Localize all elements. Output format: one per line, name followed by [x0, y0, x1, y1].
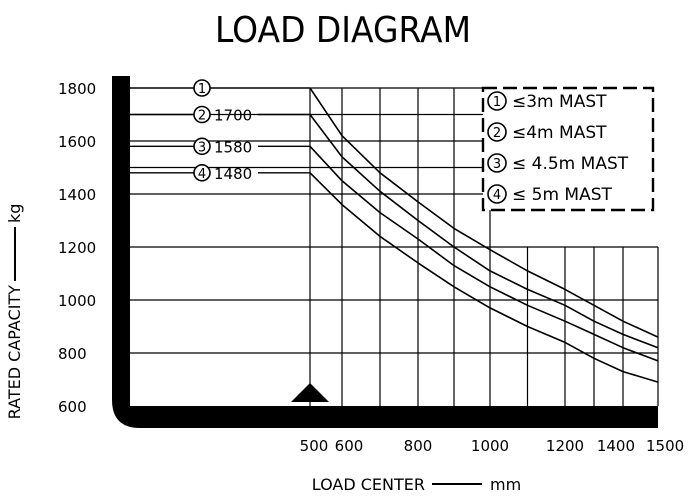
y-tick-label: 1800: [58, 80, 96, 98]
y-tick-label: 1200: [58, 239, 96, 257]
x-tick-label: 800: [404, 437, 433, 455]
capacity-curve-4: [309, 172, 659, 383]
capacity-curves: [309, 87, 659, 383]
legend-entry: ≤4m MAST: [512, 123, 607, 143]
capacity-curve-1: [309, 87, 659, 338]
legend-marker-number: 2: [493, 126, 501, 141]
legend-marker-number: 4: [493, 188, 501, 203]
capacity-callouts: 1 2 1700 3 1580 4 1480: [130, 79, 310, 183]
capacity-curve-3: [309, 145, 659, 362]
load-center-marker: [291, 383, 329, 402]
y-tick-label: 600: [58, 398, 87, 416]
y-axis-unit: kg: [5, 204, 24, 223]
x-axis-label: LOAD CENTER mm: [312, 475, 521, 494]
x-tick-label: 1000: [471, 437, 509, 455]
callout-number: 1: [198, 82, 206, 97]
x-axis-unit: mm: [490, 475, 521, 494]
legend-entry: ≤ 5m MAST: [512, 185, 613, 205]
legend-entry: ≤ 4.5m MAST: [512, 154, 629, 174]
callout-number: 2: [198, 109, 206, 124]
x-tick-label: 600: [335, 437, 364, 455]
chart-title: LOAD DIAGRAM: [215, 10, 471, 51]
x-tick-label: 1500: [646, 437, 684, 455]
legend-marker-number: 3: [493, 157, 501, 172]
x-tick-label: 500: [300, 437, 329, 455]
y-tick-label: 1000: [58, 292, 96, 310]
x-tick-label: 1200: [546, 437, 584, 455]
legend-box: [481, 86, 655, 212]
callout-capacity: 1700: [214, 107, 252, 125]
x-axis-tick-labels: 500 600 800 1000 1200 1400 1500: [300, 437, 685, 455]
legend-marker: [487, 153, 507, 173]
callout-number: 3: [198, 140, 206, 155]
y-tick-label: 1600: [58, 133, 96, 151]
y-tick-label: 800: [58, 345, 87, 363]
capacity-curve-2: [309, 114, 659, 349]
y-axis-label: RATED CAPACITY kg: [5, 204, 24, 420]
legend-marker: [487, 184, 507, 204]
legend-entry: ≤3m MAST: [512, 92, 607, 112]
legend-marker: [487, 122, 507, 142]
x-tick-label: 1400: [597, 437, 635, 455]
y-tick-label: 1400: [58, 186, 96, 204]
legend-marker-number: 1: [493, 95, 501, 110]
y-axis-title: RATED CAPACITY: [5, 285, 24, 420]
legend-marker: [487, 91, 507, 111]
legend: 1 ≤3m MAST 2 ≤4m MAST 3 ≤ 4.5m MAST 4 ≤ 5m MAST: [481, 86, 655, 212]
callout-capacity: 1480: [214, 165, 252, 183]
callout-number: 4: [198, 167, 206, 182]
callout-capacity: 1580: [214, 138, 252, 156]
x-axis-title: LOAD CENTER: [312, 475, 425, 494]
y-axis-tick-labels: 600 800 1000 1200 1400 1600 1800: [58, 80, 96, 416]
